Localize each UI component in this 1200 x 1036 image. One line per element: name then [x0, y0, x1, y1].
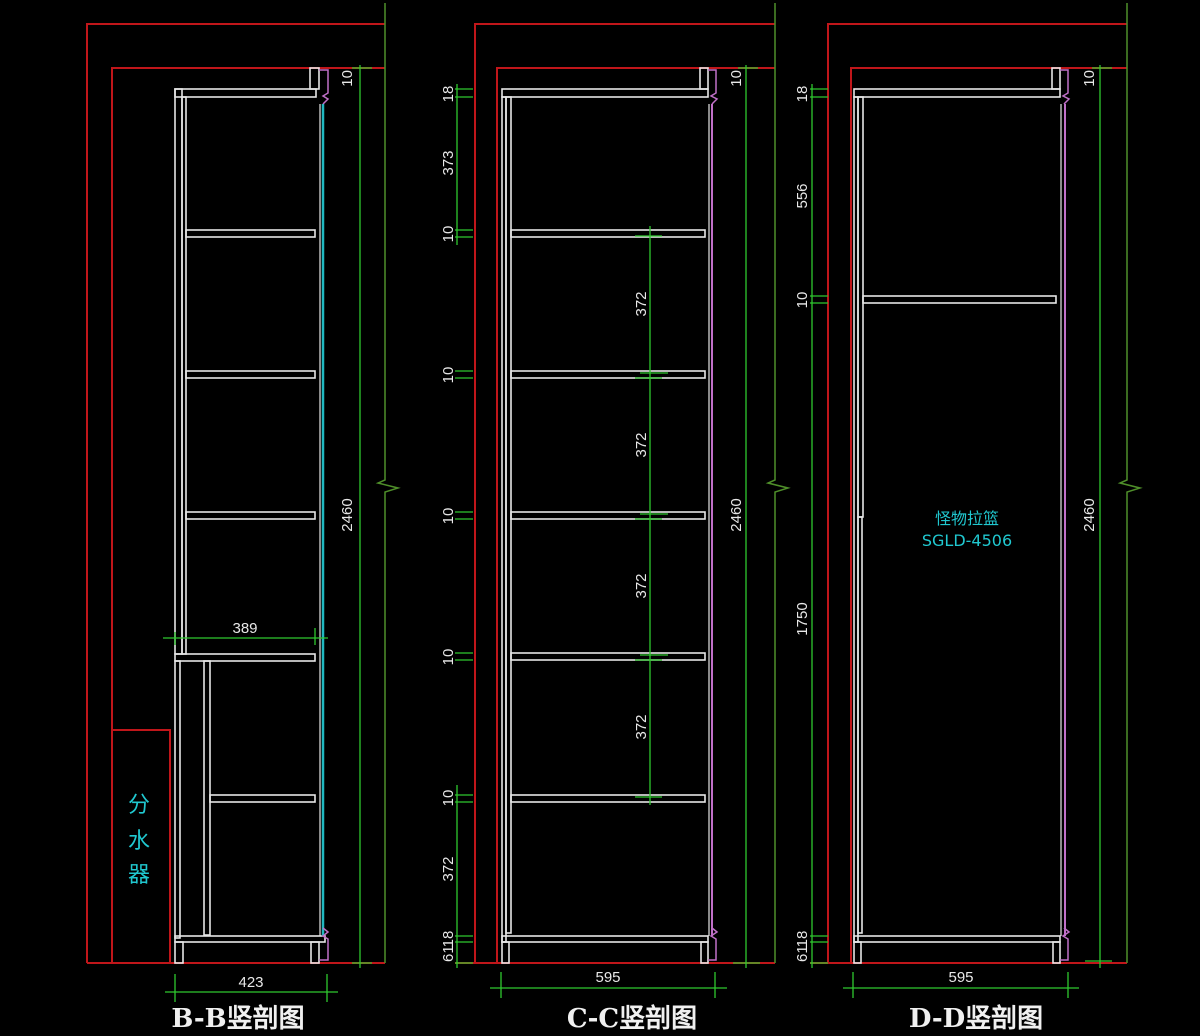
height-label: 2460 — [339, 498, 356, 531]
left-dim-label: 10 — [440, 226, 457, 243]
manifold-note-char: 器 — [128, 863, 150, 888]
top-panel — [853, 88, 1061, 98]
shelf — [510, 370, 706, 379]
outer-wall — [86, 23, 385, 963]
top-panel — [501, 88, 709, 98]
manifold-note-char: 分 — [128, 793, 150, 818]
section-d-d: 18 556 10 1750 18 61 怪物拉篮 SGLD-4506 10 2… — [794, 3, 1143, 1034]
outer-wall — [827, 23, 1127, 963]
inner-wall — [111, 67, 385, 963]
left-dim-label: 556 — [794, 183, 811, 208]
hinge-top — [708, 69, 719, 105]
pullout-basket-note: 怪物拉篮 — [935, 509, 999, 528]
cabinet — [501, 67, 709, 964]
height-label: 2460 — [1081, 498, 1098, 531]
hinge-bottom — [319, 927, 330, 961]
width-label: 423 — [238, 974, 263, 991]
dimensions — [163, 65, 372, 1002]
cabinet — [174, 67, 326, 964]
left-dim-ticks — [455, 88, 473, 964]
left-dim-ticks — [810, 88, 828, 964]
inner-wall — [496, 67, 775, 963]
middle-shelf — [174, 653, 316, 662]
left-dim-label: 18 — [794, 86, 811, 103]
width-label: 595 — [595, 969, 620, 986]
shelf — [510, 229, 706, 238]
section-c-c: 18 373 10 10 10 10 10 372 18 61 372 372 … — [440, 3, 791, 1034]
shelf-spacing-label: 372 — [633, 714, 650, 739]
section-title: D-D竖剖图 — [909, 1003, 1043, 1034]
plinth-leg — [310, 941, 320, 964]
plinth-leg — [700, 941, 709, 964]
left-dim-label: 61 — [794, 945, 811, 962]
top-filler — [1051, 67, 1061, 90]
break-line — [765, 3, 791, 963]
bottom-panel — [501, 935, 709, 943]
left-dim-label: 18 — [440, 931, 457, 948]
section-b-b: 10 2460 389 423 分 水 器 B-B竖剖图 — [86, 3, 401, 1034]
lower-shelf — [209, 794, 316, 803]
plinth-leg — [1052, 941, 1061, 964]
left-dim-label: 372 — [440, 856, 457, 881]
back-panel-lower — [857, 516, 863, 934]
shelf-spacing-label: 372 — [633, 573, 650, 598]
shelf — [510, 652, 706, 661]
plinth-leg — [853, 941, 862, 964]
pullout-basket-model: SGLD-4506 — [922, 531, 1012, 550]
shelf — [510, 794, 706, 803]
left-dim-label: 373 — [440, 150, 457, 175]
manifold-note-char: 水 — [128, 829, 150, 854]
plinth-leg — [174, 941, 184, 964]
inner-wall — [850, 67, 1127, 963]
left-dim-label: 10 — [440, 508, 457, 525]
hinge-top — [1060, 69, 1071, 105]
section-title: C-C竖剖图 — [567, 1003, 697, 1034]
cabinet — [853, 67, 1061, 964]
shelf — [185, 229, 316, 238]
plinth-leg — [501, 941, 510, 964]
left-dim-label: 61 — [440, 945, 457, 962]
hinge-bottom — [1060, 927, 1071, 961]
dimensions — [455, 65, 760, 998]
door — [1060, 69, 1071, 961]
inner-width-label: 389 — [232, 620, 257, 637]
left-dim-label: 10 — [440, 649, 457, 666]
bottom-panel — [174, 935, 326, 943]
top-gap-label: 10 — [728, 70, 745, 87]
shelf-spacing-ticks — [635, 235, 668, 798]
shelf — [185, 370, 316, 379]
dimensions — [810, 65, 1112, 998]
left-dim-label: 10 — [440, 790, 457, 807]
left-dim-label: 1750 — [794, 602, 811, 635]
shelf — [862, 295, 1057, 304]
shelf — [510, 511, 706, 520]
hinge-top — [319, 69, 330, 105]
door — [708, 69, 719, 961]
wall-lines — [86, 23, 385, 964]
width-label: 595 — [948, 969, 973, 986]
outer-wall — [474, 23, 775, 963]
top-gap-label: 10 — [339, 70, 356, 87]
height-label: 2460 — [728, 498, 745, 531]
top-filler — [309, 67, 320, 90]
glass-door — [319, 69, 330, 961]
shelf — [185, 511, 316, 520]
bottom-panel — [853, 935, 1061, 943]
break-line — [1117, 3, 1143, 963]
left-dim-label: 10 — [440, 367, 457, 384]
hinge-bottom — [708, 927, 719, 961]
left-dim-label: 18 — [440, 86, 457, 103]
manifold-box — [112, 729, 171, 963]
top-filler — [699, 67, 709, 90]
side-panel-lower — [174, 660, 181, 939]
top-gap-label: 10 — [1081, 70, 1098, 87]
shelf-spacing-label: 372 — [633, 432, 650, 457]
wall-lines — [810, 23, 1127, 964]
shelf-spacing-label: 372 — [633, 291, 650, 316]
left-dim-label: 18 — [794, 931, 811, 948]
left-dim-label: 10 — [794, 292, 811, 309]
break-line — [375, 3, 401, 963]
section-title: B-B竖剖图 — [171, 1003, 304, 1034]
